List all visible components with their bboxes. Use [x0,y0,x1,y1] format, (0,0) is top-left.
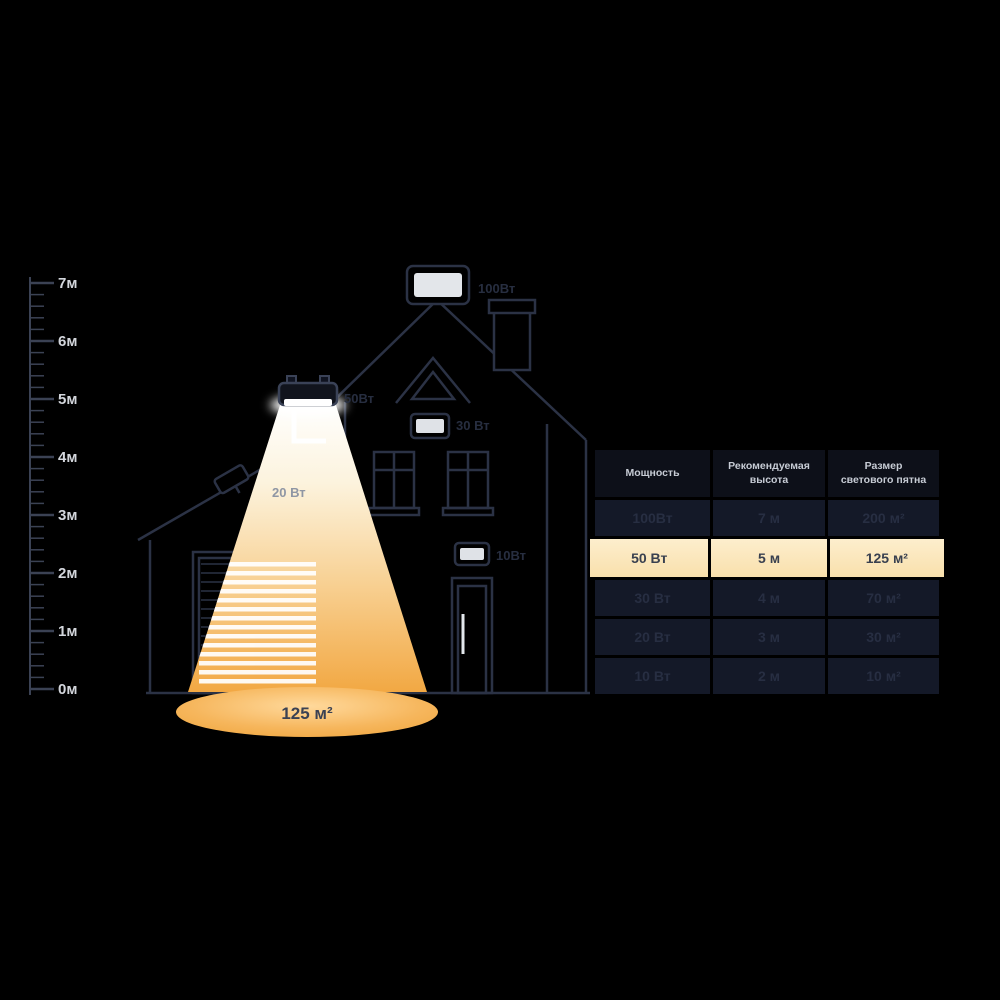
light-beam [188,402,427,692]
cell-area: 70 м² [828,580,939,616]
table-row-10w: 10 Вт 2 м 10 м² [595,658,939,694]
cell-power: 30 Вт [595,580,710,616]
ruler-ticks [30,281,54,691]
dormer-window [409,369,457,401]
table-row-50w-highlighted: 50 Вт 5 м 125 м² [590,539,944,577]
ruler-label-3m: 3м [58,507,77,524]
table-header-row: Мощность Рекомендуемая высота Размер све… [595,450,939,497]
ruler-label-6m: 6м [58,333,77,350]
ruler-label-0m: 0м [58,681,77,698]
chimney [487,298,537,372]
floodlight-30w-label: 30 Вт [456,418,490,433]
beam-cone [188,402,427,692]
floodlight-10w-icon [453,541,491,567]
cell-height: 3 м [713,619,825,655]
cell-height: 7 м [713,500,825,536]
lit-area-label: 125 м² [281,704,333,723]
cell-power: 10 Вт [595,658,710,694]
height-ruler: 7м 6м 5м 4м 3м 2м 1м 0м [29,275,77,698]
cell-power: 50 Вт [590,539,709,577]
ruler-label-7m: 7м [58,275,77,292]
col-header-height: Рекомендуемая высота [713,450,825,497]
ruler-label-2m: 2м [58,565,77,582]
cell-area: 200 м² [828,500,939,536]
ruler-label-4m: 4м [58,449,77,466]
entry-door [450,576,494,695]
floodlight-20w-icon [213,464,250,495]
table-row-30w: 30 Вт 4 м 70 м² [595,580,939,616]
floodlight-50w-label: 50Вт [344,391,374,406]
col-header-power: Мощность [595,450,710,497]
col-header-area: Размер светового пятна [828,450,939,497]
cell-area: 10 м² [828,658,939,694]
floodlight-100w-icon [405,264,471,306]
floodlight-10w-label: 10Вт [496,548,526,563]
floodlight-spec-table: Мощность Рекомендуемая высота Размер све… [590,450,944,697]
dormer [395,356,471,404]
window-right [441,450,495,517]
light-pool [176,687,438,737]
floodlight-50w-icon [270,375,346,415]
floodlight-100w-label: 100Вт [478,281,515,296]
cell-height: 2 м [713,658,825,694]
cell-power: 100Вт [595,500,710,536]
cell-area: 30 м² [828,619,939,655]
table-row-20w: 20 Вт 3 м 30 м² [595,619,939,655]
ruler-label-5m: 5м [58,391,77,408]
cell-area: 125 м² [829,539,944,577]
table-row-100w: 100Вт 7 м 200 м² [595,500,939,536]
cell-height: 5 м [711,539,827,577]
wall-bracket [291,410,326,444]
floodlight-20w-label: 20 Вт [272,485,306,500]
window-left [367,450,421,517]
cell-height: 4 м [713,580,825,616]
lit-door-slats [199,562,316,684]
ruler-label-1m: 1м [58,623,77,640]
floodlight-30w-icon [409,412,451,440]
cell-power: 20 Вт [595,619,710,655]
